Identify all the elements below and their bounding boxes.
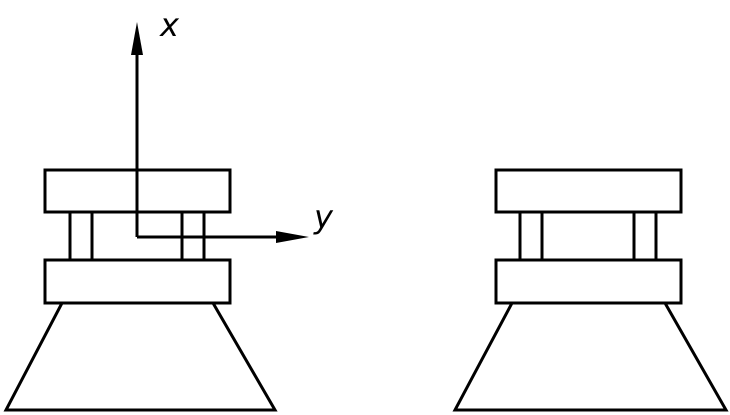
y-axis-label: y: [313, 198, 334, 236]
x-axis-label: x: [159, 6, 180, 44]
right-bottom-plate: [494, 258, 683, 305]
right-trapezoid-base: [452, 301, 729, 412]
right-post-2: [632, 210, 658, 262]
left-bottom-plate: [43, 258, 232, 305]
y-axis-arrowhead: [276, 231, 309, 243]
left-post-1: [68, 210, 94, 262]
x-axis-arrowhead: [131, 22, 143, 55]
right-top-plate: [494, 168, 683, 214]
left-trapezoid-base: [3, 301, 278, 412]
coordinate-axes: x y: [131, 6, 334, 243]
right-assembly: [452, 168, 729, 412]
left-assembly: [3, 168, 278, 412]
right-post-1: [518, 210, 544, 262]
